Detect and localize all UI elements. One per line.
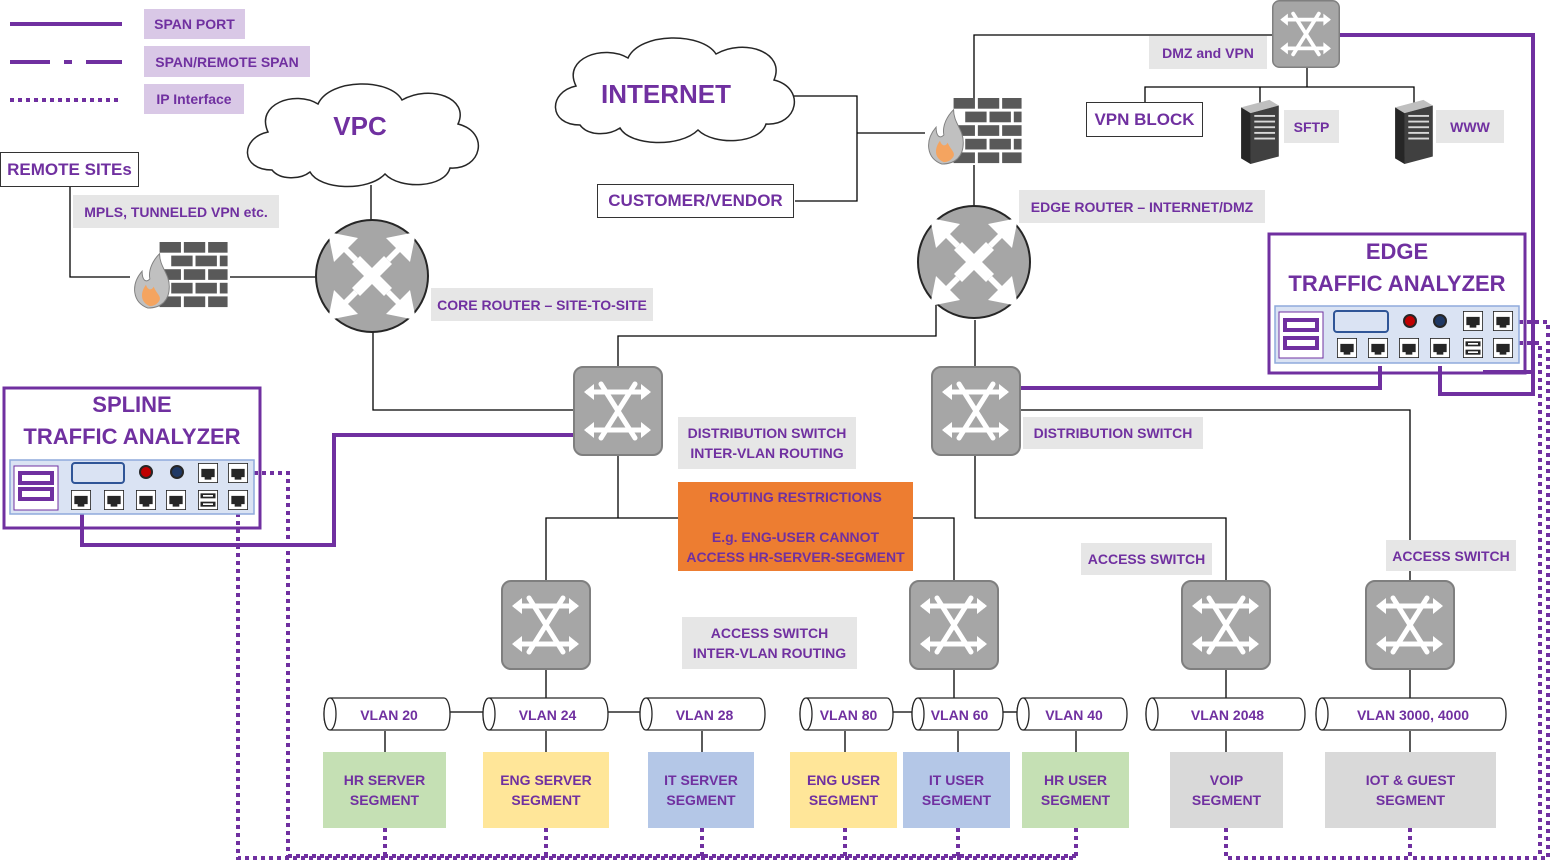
customer-vendor-box: CUSTOMER/VENDOR bbox=[597, 184, 794, 218]
www-server-icon bbox=[1395, 99, 1433, 164]
vpn-block-box: VPN BLOCK bbox=[1086, 102, 1203, 137]
right-distribution-switch-icon bbox=[932, 367, 1020, 455]
vlan-label: VLAN 2048 bbox=[1190, 707, 1265, 723]
vlan-cylinders bbox=[323, 697, 1507, 731]
access-switch-1-icon bbox=[502, 581, 590, 669]
vlan-label: VLAN 28 bbox=[675, 707, 734, 723]
segment-box: ENG SERVER SEGMENT bbox=[483, 752, 609, 828]
edge-analyzer-frame bbox=[1267, 232, 1527, 375]
edge-firewall-icon bbox=[928, 98, 1023, 165]
segment-box: ENG USER SEGMENT bbox=[790, 752, 897, 828]
access-switch-4-icon bbox=[1366, 581, 1454, 669]
left-distribution-switch-label: DISTRIBUTION SWITCH INTER-VLAN ROUTING bbox=[678, 417, 856, 469]
site-firewall-icon bbox=[134, 242, 229, 309]
edge-analyzer-device bbox=[1274, 305, 1520, 364]
routing-restrictions-box: ROUTING RESTRICTIONS E.g. ENG-USER CANNO… bbox=[678, 482, 913, 571]
vlan-label: VLAN 3000, 4000 bbox=[1356, 707, 1470, 723]
vpc-label: VPC bbox=[333, 111, 387, 141]
dmz-vpn-label: DMZ and VPN bbox=[1149, 36, 1267, 69]
access-switch-mid-label: ACCESS SWITCH INTER-VLAN ROUTING bbox=[682, 617, 857, 669]
dmz-switch-icon bbox=[1272, 0, 1340, 68]
www-label: WWW bbox=[1436, 110, 1504, 143]
edge-analyzer-title: EDGE TRAFFIC ANALYZER bbox=[1288, 239, 1506, 296]
segment-box: IT SERVER SEGMENT bbox=[648, 752, 754, 828]
core-router-label: CORE ROUTER – SITE-TO-SITE bbox=[431, 288, 653, 321]
core-router-icon bbox=[315, 219, 429, 333]
vlan-label: VLAN 24 bbox=[518, 707, 577, 723]
vlan-label: VLAN 80 bbox=[819, 707, 878, 723]
spline-analyzer-device bbox=[9, 459, 255, 515]
legend-span-remote-label: SPAN/REMOTE SPAN bbox=[144, 46, 310, 77]
edge-router-icon bbox=[917, 205, 1031, 319]
spline-analyzer-frame bbox=[2, 386, 262, 530]
spline-analyzer-title: SPLINE TRAFFIC ANALYZER bbox=[23, 392, 241, 449]
ip-interface-links bbox=[236, 320, 1550, 860]
vpc-cloud bbox=[246, 83, 480, 188]
vlan-label: VLAN 20 bbox=[360, 707, 418, 723]
legend-span-port-label: SPAN PORT bbox=[144, 9, 245, 39]
edge-router-label: EDGE ROUTER – INTERNET/DMZ bbox=[1019, 190, 1265, 223]
legend-ip-interface-label: IP Interface bbox=[144, 84, 244, 114]
segment-box: HR SERVER SEGMENT bbox=[323, 752, 446, 828]
access-switch-2-icon bbox=[910, 581, 998, 669]
internet-cloud bbox=[554, 37, 796, 144]
vlan-label: VLAN 60 bbox=[930, 707, 989, 723]
left-distribution-switch-icon bbox=[574, 367, 662, 455]
network-links bbox=[69, 34, 1415, 752]
vlan-label: VLAN 40 bbox=[1045, 707, 1103, 723]
segment-box: IOT & GUEST SEGMENT bbox=[1325, 752, 1496, 828]
segment-box: HR USER SEGMENT bbox=[1022, 752, 1129, 828]
segment-box: VOIP SEGMENT bbox=[1170, 752, 1283, 828]
mpls-label: MPLS, TUNNELED VPN etc. bbox=[73, 195, 279, 228]
remote-sites-box: REMOTE SITEs bbox=[0, 152, 139, 187]
segment-box: IT USER SEGMENT bbox=[903, 752, 1010, 828]
access-switch-label-1: ACCESS SWITCH bbox=[1081, 543, 1212, 575]
access-switch-label-2: ACCESS SWITCH bbox=[1386, 540, 1516, 571]
sftp-label: SFTP bbox=[1284, 110, 1339, 143]
right-distribution-switch-label: DISTRIBUTION SWITCH bbox=[1023, 417, 1203, 449]
access-switch-3-icon bbox=[1182, 581, 1270, 669]
internet-label: INTERNET bbox=[601, 79, 731, 109]
sftp-server-icon bbox=[1241, 99, 1279, 164]
